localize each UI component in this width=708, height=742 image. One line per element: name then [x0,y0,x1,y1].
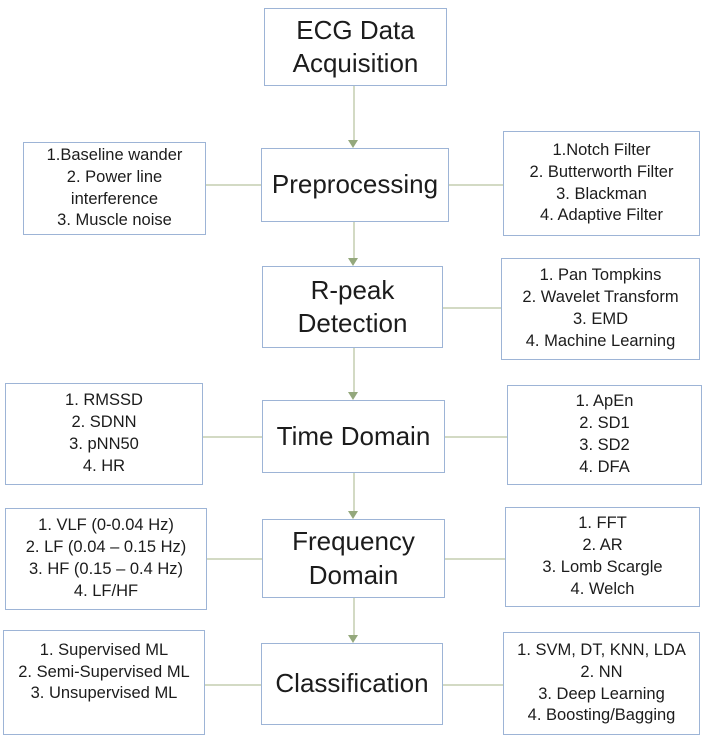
item-list: 1.Notch Filter 2. Butterworth Filter 3. … [504,140,699,228]
list-item: 4. HR [82,456,126,475]
node-label: Time Domain [276,420,431,451]
list-item: 1.Baseline wander [46,145,183,164]
node-preprocessing-artifacts: 1.Baseline wander 2. Power line interfer… [23,142,206,235]
connector-time-domain-to-nonlinear [445,436,507,438]
list-item: 1. SVM, DT, KNN, LDA [517,640,686,659]
connector-preprocessing-to-rpeak [353,222,355,258]
list-item: 3. Deep Learning [538,684,665,703]
list-item: 2. AR [582,536,623,555]
node-rpeak-methods: 1. Pan Tompkins 2. Wavelet Transform 3. … [501,258,700,360]
node-nonlinear-metrics: 1. ApEn 2. SD1 3. SD2 4. DFA [507,385,702,485]
list-item: 4. Boosting/Bagging [527,706,676,725]
connector-bands-to-frequency-domain [207,558,262,560]
node-classification: Classification [261,643,443,725]
node-classifier-algorithms: 1. SVM, DT, KNN, LDA 2. NN 3. Deep Learn… [503,632,700,735]
list-item: 2. Semi-Supervised ML [18,662,190,681]
connector-metrics-to-time-domain [203,436,262,438]
list-item: 2. SD1 [579,414,630,433]
list-item: 4. DFA [579,457,630,476]
list-item: 2. Butterworth Filter [529,162,674,181]
node-label: Frequency Domain [292,526,415,590]
list-item: 3. Lomb Scargle [542,558,663,576]
item-list: 1. Supervised ML 2. Semi-Supervised ML 3… [4,640,204,706]
connector-rpeak-to-methods [443,307,501,309]
item-list: 1. VLF (0-0.04 Hz) 2. LF (0.04 – 0.15 Hz… [6,515,206,603]
node-frequency-domain: Frequency Domain [262,519,445,598]
node-time-domain: Time Domain [262,400,445,473]
arrowhead-down-icon [348,635,359,643]
connector-rpeak-to-time-domain [353,348,355,392]
arrowhead-down-icon [348,258,359,266]
list-item: 1. VLF (0-0.04 Hz) [38,516,174,535]
item-list: 1. Pan Tompkins 2. Wavelet Transform 3. … [502,265,699,353]
node-preprocessing-filters: 1.Notch Filter 2. Butterworth Filter 3. … [503,131,700,236]
item-list: 1. SVM, DT, KNN, LDA 2. NN 3. Deep Learn… [504,640,699,728]
node-preprocessing: Preprocessing [261,148,449,222]
list-item: 1. Supervised ML [39,640,169,659]
connector-preprocessing-to-filters [449,184,503,186]
list-item: 3. EMD [572,310,628,328]
node-ecg-data-acquisition: ECG Data Acquisition [264,8,447,86]
list-item: 2. SDNN [71,413,137,432]
node-spectral-methods: 1. FFT 2. AR 3. Lomb Scargle 4. Welch [505,507,700,607]
node-rpeak-detection: R-peak Detection [262,266,443,348]
list-item: 4. Machine Learning [525,331,676,350]
node-label: Classification [275,668,429,699]
list-item: 4. Welch [570,579,635,598]
connector-artifacts-to-preprocessing [206,184,261,186]
item-list: 1.Baseline wander 2. Power line interfer… [24,145,205,233]
list-item: 3. HF (0.15 – 0.4 Hz) [28,560,184,578]
list-item: 3. pNN50 [69,435,139,453]
list-item: 3. Blackman [556,184,647,203]
arrowhead-down-icon [348,511,359,519]
node-time-domain-metrics: 1. RMSSD 2. SDNN 3. pNN50 4. HR [5,383,203,485]
item-list: 1. FFT 2. AR 3. Lomb Scargle 4. Welch [506,513,699,601]
list-item: 1. RMSSD [65,391,143,410]
arrowhead-down-icon [348,140,359,148]
node-learning-paradigms: 1. Supervised ML 2. Semi-Supervised ML 3… [3,630,205,735]
connector-acquisition-to-preprocessing [353,86,355,140]
connector-frequency-to-classification [353,598,355,635]
list-item: 1. ApEn [575,392,634,411]
node-label: ECG Data Acquisition [292,14,419,78]
arrowhead-down-icon [348,392,359,400]
list-item: 1. Pan Tompkins [539,266,662,285]
node-frequency-bands: 1. VLF (0-0.04 Hz) 2. LF (0.04 – 0.15 Hz… [5,508,207,610]
list-item: 4. Adaptive Filter [540,206,663,225]
node-label: R-peak Detection [297,274,408,338]
connector-paradigms-to-classification [205,684,261,686]
list-item: 2. NN [580,662,623,681]
list-item: 2. Power line interference [66,167,163,208]
item-list: 1. ApEn 2. SD1 3. SD2 4. DFA [508,391,701,479]
list-item: 3. SD2 [579,436,630,454]
connector-frequency-domain-to-spectral [445,558,505,560]
list-item: 3. Unsupervised ML [30,684,178,703]
connector-classification-to-algorithms [443,684,503,686]
list-item: 1. FFT [578,514,627,533]
list-item: 2. Wavelet Transform [522,288,679,307]
item-list: 1. RMSSD 2. SDNN 3. pNN50 4. HR [6,390,202,478]
list-item: 2. LF (0.04 – 0.15 Hz) [25,538,187,557]
list-item: 3. Muscle noise [57,211,172,230]
node-label: Preprocessing [271,169,439,200]
connector-time-to-frequency-domain [353,473,355,511]
list-item: 4. LF/HF [73,581,139,600]
list-item: 1.Notch Filter [552,140,651,159]
